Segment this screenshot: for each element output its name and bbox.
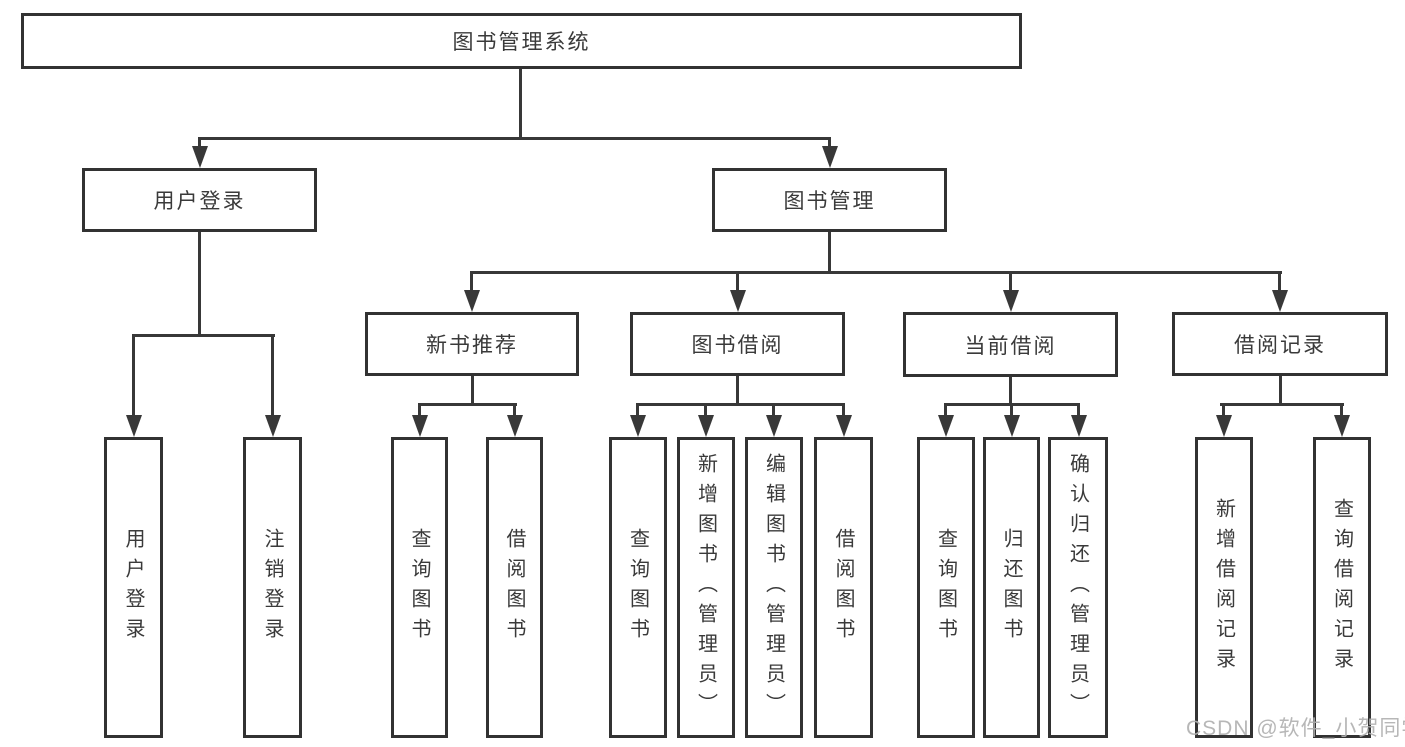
leaf-user-login: 用户登录 bbox=[104, 437, 163, 738]
leaf-label: 归还图书 bbox=[1000, 527, 1022, 648]
leaf-query-books-2: 查询图书 bbox=[609, 437, 667, 738]
arrowhead-down-icon bbox=[730, 290, 746, 312]
connector-line-v bbox=[271, 334, 274, 416]
leaf-label: 注销登录 bbox=[261, 527, 283, 648]
leaf-query-books-3: 查询图书 bbox=[917, 437, 975, 738]
connector-line-h bbox=[470, 271, 1282, 274]
leaf-label: 确认归还（管理员） bbox=[1066, 452, 1089, 723]
leaf-label: 借阅图书 bbox=[503, 527, 525, 648]
node-book-borrowing: 图书借阅 bbox=[630, 312, 845, 376]
arrowhead-down-icon bbox=[1334, 415, 1350, 437]
connector-line-v bbox=[513, 403, 516, 417]
connector-line-v bbox=[470, 271, 473, 292]
arrowhead-down-icon bbox=[126, 415, 142, 437]
node-label: 新书推荐 bbox=[426, 334, 518, 357]
leaf-label: 新增图书（管理员） bbox=[694, 452, 717, 723]
csdn-watermark: CSDN @软件_小贺同学 bbox=[1186, 717, 1405, 740]
connector-line-v bbox=[736, 271, 739, 292]
connector-line-v bbox=[1010, 403, 1013, 417]
node-user-login: 用户登录 bbox=[82, 168, 317, 232]
leaf-add-books-admin: 新增图书（管理员） bbox=[677, 437, 735, 738]
node-borrow-records: 借阅记录 bbox=[1172, 312, 1388, 376]
node-library-system: 图书管理系统 bbox=[21, 13, 1022, 69]
connector-line-v bbox=[828, 137, 831, 147]
leaf-label: 查询图书 bbox=[934, 527, 957, 648]
connector-line-h bbox=[132, 334, 275, 337]
arrowhead-down-icon bbox=[1003, 290, 1019, 312]
arrowhead-down-icon bbox=[464, 290, 480, 312]
connector-line-v bbox=[828, 232, 831, 273]
connector-line-h bbox=[1220, 403, 1344, 406]
leaf-query-borrow-record: 查询借阅记录 bbox=[1313, 437, 1371, 738]
leaf-label: 查询图书 bbox=[408, 527, 430, 648]
leaf-add-borrow-record: 新增借阅记录 bbox=[1195, 437, 1253, 738]
connector-line-v bbox=[1278, 271, 1281, 292]
connector-line-v bbox=[1222, 403, 1225, 417]
arrowhead-down-icon bbox=[265, 415, 281, 437]
connector-line-h bbox=[418, 403, 517, 406]
leaf-label: 借阅图书 bbox=[832, 527, 854, 648]
arrowhead-down-icon bbox=[822, 146, 838, 168]
node-current-borrowing: 当前借阅 bbox=[903, 312, 1118, 377]
connector-line-v bbox=[1279, 376, 1282, 405]
leaf-return-books: 归还图书 bbox=[983, 437, 1040, 738]
leaf-label: 编辑图书（管理员） bbox=[762, 452, 785, 723]
leaf-label: 用户登录 bbox=[122, 527, 144, 648]
arrowhead-down-icon bbox=[412, 415, 428, 437]
arrowhead-down-icon bbox=[507, 415, 523, 437]
leaf-label: 查询图书 bbox=[626, 527, 649, 648]
node-label: 图书借阅 bbox=[691, 334, 784, 357]
connector-line-v bbox=[704, 403, 707, 417]
arrowhead-down-icon bbox=[1272, 290, 1288, 312]
node-book-management: 图书管理 bbox=[712, 168, 947, 232]
connector-line-v bbox=[772, 403, 775, 417]
node-label: 当前借阅 bbox=[964, 334, 1057, 358]
node-label: 图书管理 bbox=[783, 190, 876, 213]
arrowhead-down-icon bbox=[766, 415, 782, 437]
connector-line-v bbox=[418, 403, 421, 417]
leaf-borrow-books-1: 借阅图书 bbox=[486, 437, 543, 738]
arrowhead-down-icon bbox=[938, 415, 954, 437]
connector-line-v bbox=[198, 232, 201, 336]
arrowhead-down-icon bbox=[1071, 415, 1087, 437]
connector-line-v bbox=[132, 334, 135, 416]
arrowhead-down-icon bbox=[836, 415, 852, 437]
connector-line-v bbox=[1077, 403, 1080, 417]
connector-line-v bbox=[736, 376, 739, 405]
connector-line-v bbox=[842, 403, 845, 417]
connector-line-v bbox=[198, 137, 201, 147]
arrowhead-down-icon bbox=[192, 146, 208, 168]
node-label: 用户登录 bbox=[153, 190, 246, 213]
arrowhead-down-icon bbox=[698, 415, 714, 437]
connector-line-v bbox=[1009, 271, 1012, 292]
leaf-borrow-books-2: 借阅图书 bbox=[814, 437, 873, 738]
leaf-query-books-1: 查询图书 bbox=[391, 437, 448, 738]
leaf-label: 新增借阅记录 bbox=[1212, 497, 1235, 678]
node-label: 图书管理系统 bbox=[452, 31, 591, 54]
leaf-confirm-return-admin: 确认归还（管理员） bbox=[1048, 437, 1108, 738]
connector-line-v bbox=[519, 69, 522, 139]
node-label: 借阅记录 bbox=[1234, 334, 1326, 357]
arrowhead-down-icon bbox=[1216, 415, 1232, 437]
connector-line-h bbox=[198, 137, 831, 140]
connector-line-v bbox=[471, 376, 474, 405]
connector-line-v bbox=[944, 403, 947, 417]
arrowhead-down-icon bbox=[1004, 415, 1020, 437]
connector-line-h bbox=[636, 403, 845, 406]
connector-line-v bbox=[636, 403, 639, 417]
arrowhead-down-icon bbox=[630, 415, 646, 437]
connector-line-v bbox=[1009, 376, 1012, 405]
connector-line-v bbox=[1340, 403, 1343, 417]
leaf-edit-books-admin: 编辑图书（管理员） bbox=[745, 437, 803, 738]
leaf-logout: 注销登录 bbox=[243, 437, 302, 738]
node-new-book-recommend: 新书推荐 bbox=[365, 312, 579, 376]
leaf-label: 查询借阅记录 bbox=[1330, 497, 1353, 678]
